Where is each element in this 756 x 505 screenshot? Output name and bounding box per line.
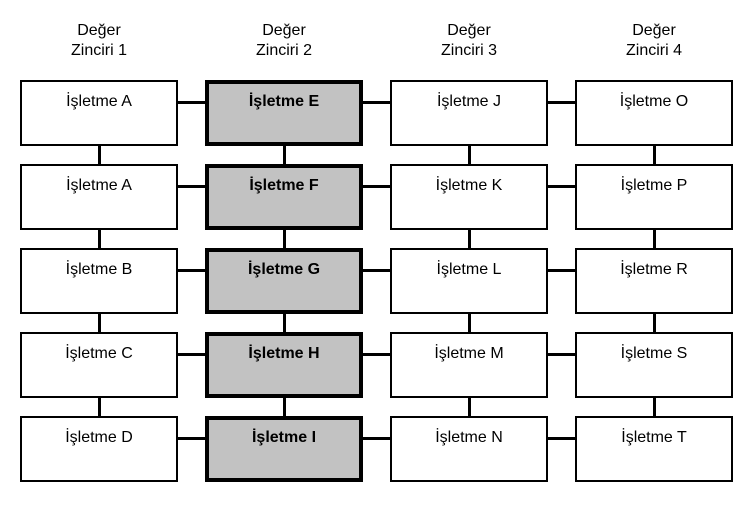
box-isletme-h: İşletme H [205,332,363,398]
box-isletme-b: İşletme B [20,248,178,314]
connector-h-row2-col3 [548,185,575,188]
connector-h-row5-col1 [178,437,205,440]
connector-v-col4-row4 [652,398,656,416]
box-isletme-m: İşletme M [390,332,548,398]
box-isletme-a-1: İşletme A [20,80,178,146]
connector-v-col3-row1 [467,146,471,164]
column-header-3: Değer Zinciri 3 [440,22,497,59]
connector-h-row4-col3 [548,353,575,356]
connector-v-col1-row3 [97,314,101,332]
connector-h-row1-col2 [363,101,390,104]
box-isletme-a-2: İşletme A [20,164,178,230]
box-isletme-l: İşletme L [390,248,548,314]
connector-h-row5-col2 [363,437,390,440]
box-isletme-d: İşletme D [20,416,178,482]
connector-h-row3-col3 [548,269,575,272]
connector-v-col4-row3 [652,314,656,332]
connector-v-col2-row4 [282,398,286,416]
connector-v-col3-row4 [467,398,471,416]
connector-v-col3-row2 [467,230,471,248]
connector-h-row1-col1 [178,101,205,104]
box-isletme-e: İşletme E [205,80,363,146]
connector-v-col4-row2 [652,230,656,248]
connector-h-row4-col2 [363,353,390,356]
box-isletme-t: İşletme T [575,416,733,482]
box-isletme-c: İşletme C [20,332,178,398]
connector-v-col2-row1 [282,146,286,164]
box-isletme-i: İşletme I [205,416,363,482]
connector-h-row5-col3 [548,437,575,440]
connector-v-col2-row2 [282,230,286,248]
box-isletme-s: İşletme S [575,332,733,398]
connector-h-row3-col1 [178,269,205,272]
box-isletme-j: İşletme J [390,80,548,146]
box-isletme-r: İşletme R [575,248,733,314]
connector-h-row3-col2 [363,269,390,272]
box-isletme-k: İşletme K [390,164,548,230]
box-isletme-g: İşletme G [205,248,363,314]
box-isletme-n: İşletme N [390,416,548,482]
connector-h-row2-col2 [363,185,390,188]
box-isletme-p: İşletme P [575,164,733,230]
column-header-4: Değer Zinciri 4 [625,22,682,59]
connector-h-row4-col1 [178,353,205,356]
box-isletme-o: İşletme O [575,80,733,146]
connector-v-col3-row3 [467,314,471,332]
box-isletme-f: İşletme F [205,164,363,230]
connector-v-col2-row3 [282,314,286,332]
connector-h-row1-col3 [548,101,575,104]
column-header-1: Değer Zinciri 1 [70,22,127,59]
connector-v-col1-row4 [97,398,101,416]
connector-v-col1-row2 [97,230,101,248]
connector-h-row2-col1 [178,185,205,188]
connector-v-col1-row1 [97,146,101,164]
connector-v-col4-row1 [652,146,656,164]
column-header-2: Değer Zinciri 2 [255,22,312,59]
